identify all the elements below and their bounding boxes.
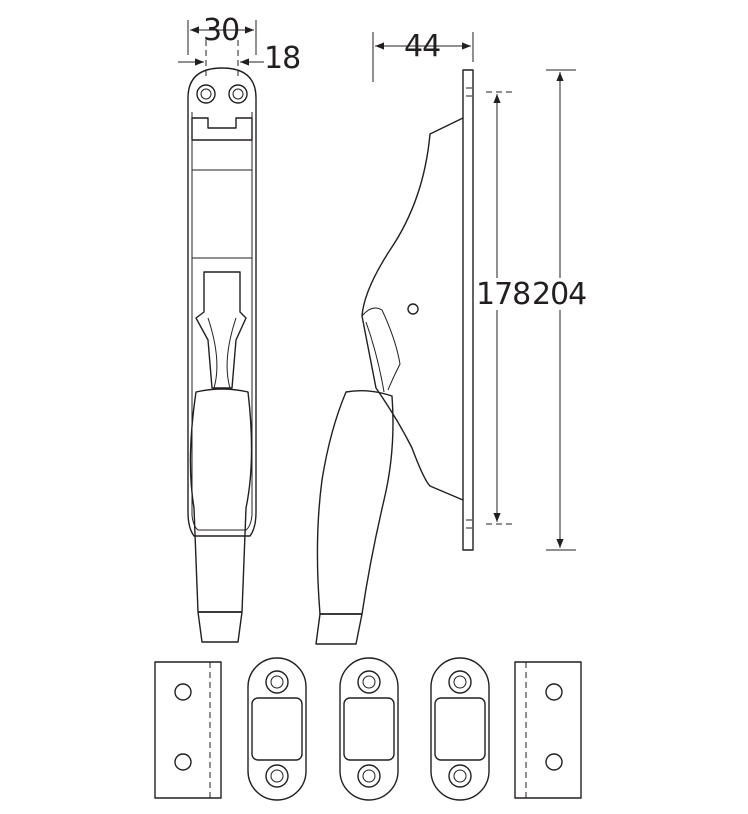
dimension-hole-centers: 178 — [476, 91, 531, 525]
keeper-rounded-3 — [430, 657, 490, 801]
front-backplate — [187, 67, 257, 537]
front-screw-hole-left — [196, 84, 216, 104]
side-view — [315, 69, 474, 645]
keeper-flat-left — [154, 661, 222, 799]
dimension-width: 30 — [187, 13, 257, 55]
front-view — [187, 67, 257, 643]
dimension-hole-spacing: 18 — [178, 40, 301, 80]
dimension-depth: 44 — [372, 29, 474, 82]
front-handle-cap — [197, 611, 243, 643]
dim-label-18: 18 — [264, 41, 300, 76]
side-pivot-hole — [407, 303, 419, 315]
side-handle-cap — [315, 613, 363, 645]
side-handle-grip — [316, 389, 394, 615]
dimension-overall-length: 204 — [532, 69, 587, 551]
keeper-rounded-2 — [339, 657, 399, 801]
front-stem-window — [195, 271, 247, 389]
keeper-flat-right — [514, 661, 582, 799]
front-inner-rim — [191, 112, 253, 531]
dim-label-30: 30 — [203, 13, 239, 48]
dim-label-44: 44 — [404, 29, 440, 64]
dim-label-204: 204 — [532, 277, 586, 312]
front-handle-grip — [189, 388, 253, 613]
keeper-rounded-1 — [247, 657, 307, 801]
side-body — [361, 117, 464, 501]
side-mounting-plate — [462, 69, 474, 551]
front-top-catch — [191, 117, 253, 141]
dim-label-178: 178 — [476, 277, 530, 312]
front-screw-hole-right — [228, 84, 248, 104]
